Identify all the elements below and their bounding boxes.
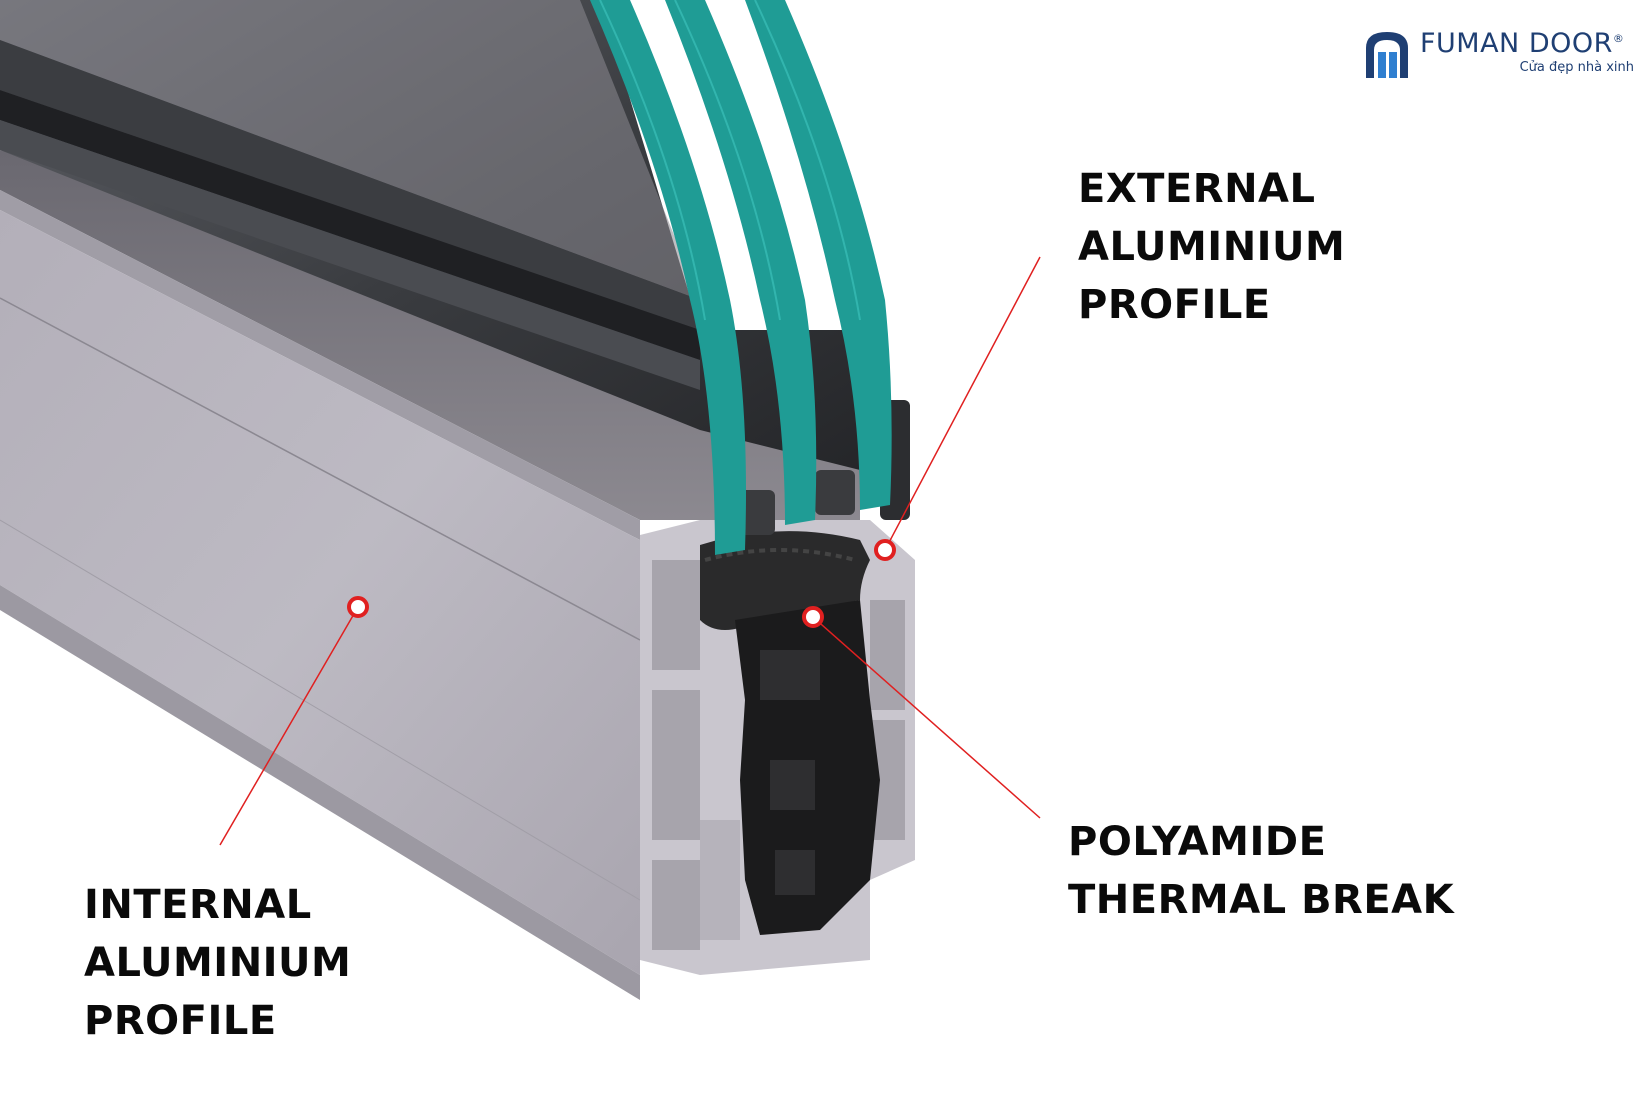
profile-cross-section-end: [640, 400, 915, 975]
label-line: ALUMINIUM: [84, 940, 352, 986]
door-arch-icon: [1366, 32, 1408, 78]
profile-top-face: [0, 150, 860, 540]
sash-frame: [0, 0, 860, 520]
label-line: POLYAMIDE: [1068, 819, 1327, 865]
label-line: PROFILE: [84, 998, 277, 1044]
label-internal-aluminium-profile: INTERNAL ALUMINIUM PROFILE: [84, 876, 351, 1050]
callout-internal: [219, 596, 369, 846]
brand-tagline: Cửa đẹp nhà xinh: [1519, 60, 1634, 75]
label-line: PROFILE: [1078, 282, 1271, 328]
brand-logo: FUMAN DOOR® Cửa đẹp nhà xinh: [1362, 26, 1642, 82]
callout-external: [874, 256, 1041, 561]
label-polyamide-thermal-break: POLYAMIDE THERMAL BREAK: [1068, 813, 1454, 929]
label-line: EXTERNAL: [1078, 166, 1316, 212]
label-line: INTERNAL: [84, 882, 312, 928]
triple-glazing: [590, 0, 892, 555]
label-external-aluminium-profile: EXTERNAL ALUMINIUM PROFILE: [1078, 160, 1345, 334]
brand-name: FUMAN DOOR®: [1420, 28, 1625, 59]
internal-aluminium-profile: [0, 210, 641, 1000]
callout-polyamide: [802, 606, 1041, 819]
label-line: THERMAL BREAK: [1068, 877, 1455, 923]
label-line: ALUMINIUM: [1078, 224, 1346, 270]
